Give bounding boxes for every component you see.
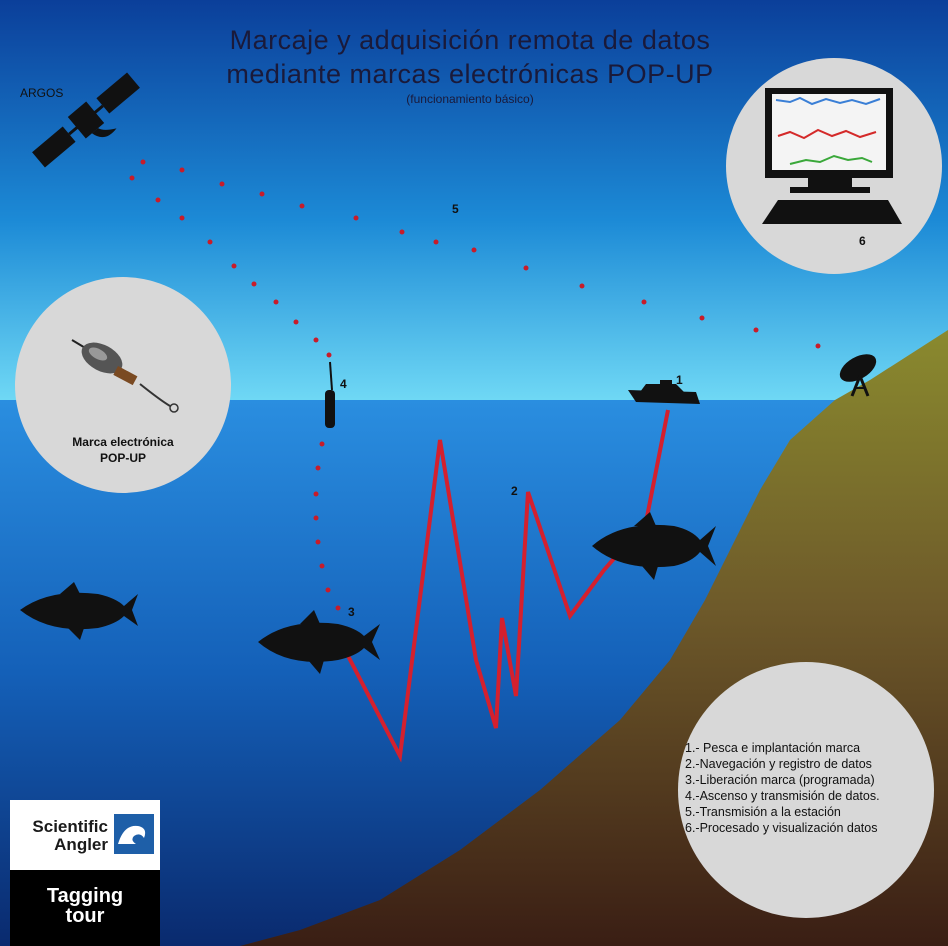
tag-label-line-2: POP-UP xyxy=(99,451,146,465)
step-1-number: 1 xyxy=(676,373,683,387)
satellite-label: ARGOS xyxy=(20,86,64,100)
computer-icon xyxy=(762,88,902,224)
step-3-number: 3 xyxy=(348,605,355,619)
step-6-number: 6 xyxy=(859,234,866,248)
title-line-2: mediante marcas electrónicas POP-UP xyxy=(226,59,714,89)
dotted-uplink-tag-satellite xyxy=(129,175,332,358)
subtitle: (funcionamiento básico) xyxy=(406,92,534,106)
satellite-icon xyxy=(32,72,140,168)
boat-icon xyxy=(628,380,700,404)
step-4-number: 4 xyxy=(340,377,347,391)
logo-brand-text: Scientific Angler xyxy=(18,818,108,854)
legend-list: 1.- Pesca e implantación marca 2.-Navega… xyxy=(685,740,930,836)
title-line-1: Marcaje y adquisición remota de datos xyxy=(229,25,711,55)
legend-item: 3.-Liberación marca (programada) xyxy=(685,773,875,787)
logo: Scientific Angler Tagging tour xyxy=(10,800,160,946)
floating-tag-icon xyxy=(325,361,335,428)
logo-brand-line-2: Angler xyxy=(54,835,108,854)
dotted-downlink-satellite-station xyxy=(140,159,821,349)
tag-circle xyxy=(15,277,231,493)
tuna-fish-released xyxy=(258,610,380,674)
step-2-number: 2 xyxy=(511,484,518,498)
scientific-angler-logo: Scientific Angler xyxy=(10,800,160,870)
antenna-icon xyxy=(839,354,877,397)
popup-tag-illustration xyxy=(71,339,179,413)
logo-tour-text: Tagging tour xyxy=(10,886,160,926)
legend-item: 1.- Pesca e implantación marca xyxy=(685,741,861,755)
legend-item: 4.-Ascenso y transmisión de datos. xyxy=(685,789,880,803)
legend-item: 5.-Transmisión a la estación xyxy=(685,805,841,819)
tagging-tour-logo: Tagging tour xyxy=(10,870,160,946)
wave-icon xyxy=(114,814,154,854)
dive-track xyxy=(344,409,670,763)
dotted-ascent-path xyxy=(313,441,341,611)
logo-brand-line-1: Scientific xyxy=(32,817,108,836)
tag-label-line-1: Marca electrónica xyxy=(72,435,174,449)
step-5-number: 5 xyxy=(452,202,459,216)
tag-label: Marca electrónica POP-UP xyxy=(40,434,206,466)
legend-item: 2.-Navegación y registro de datos xyxy=(685,757,872,771)
legend-item: 6.-Procesado y visualización datos xyxy=(685,821,878,835)
logo-tour-line-2: tour xyxy=(65,905,105,927)
tuna-fish-tagged xyxy=(592,512,716,580)
logo-tour-line-1: Tagging xyxy=(46,885,124,907)
tuna-fish-free xyxy=(20,582,138,640)
legend-circle xyxy=(678,662,934,918)
